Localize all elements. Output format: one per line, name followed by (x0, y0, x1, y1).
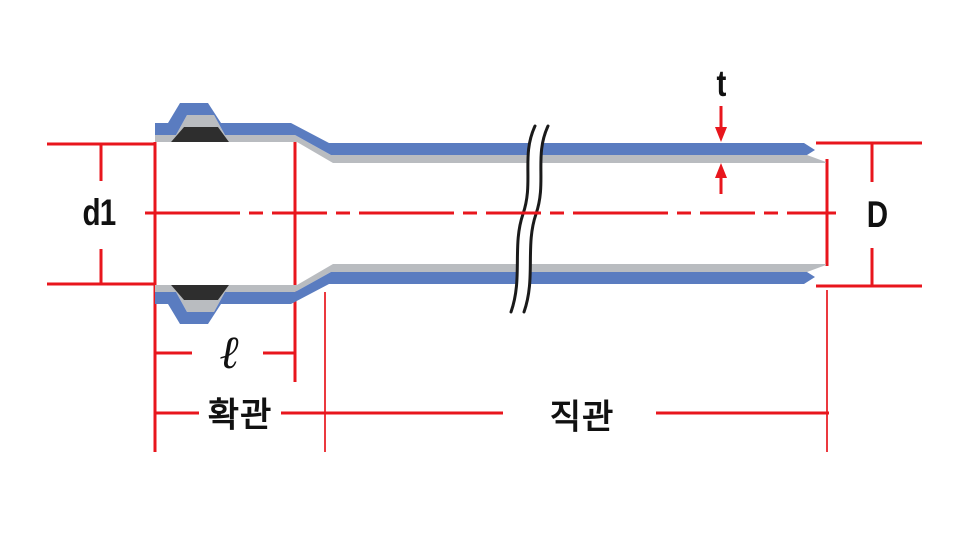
pipe-top-liner (155, 115, 826, 163)
label-pipe-outer-diameter: D (866, 194, 888, 235)
pipe-top-outer-wall (155, 103, 815, 155)
d1-dimension-group (47, 142, 155, 286)
gasket-ring-top (171, 127, 229, 142)
label-straight-section: 직관 (549, 398, 615, 437)
break-white-band (511, 126, 548, 312)
t-arrowhead-down (715, 127, 727, 142)
label-expanded-section: 확관 (207, 396, 273, 435)
D-dimension-group (816, 141, 922, 288)
label-socket-length: ℓ (219, 325, 239, 379)
pipe-bottom-outer-wall (155, 272, 815, 324)
t-arrowhead-up (715, 163, 727, 178)
gasket-ring-bottom (171, 285, 229, 300)
pipe-bottom-liner (155, 264, 826, 312)
thickness-arrows (715, 106, 727, 194)
label-wall-thickness: t (716, 63, 726, 104)
label-socket-inner-diameter: d1 (82, 192, 117, 233)
pipe-body (155, 103, 826, 324)
